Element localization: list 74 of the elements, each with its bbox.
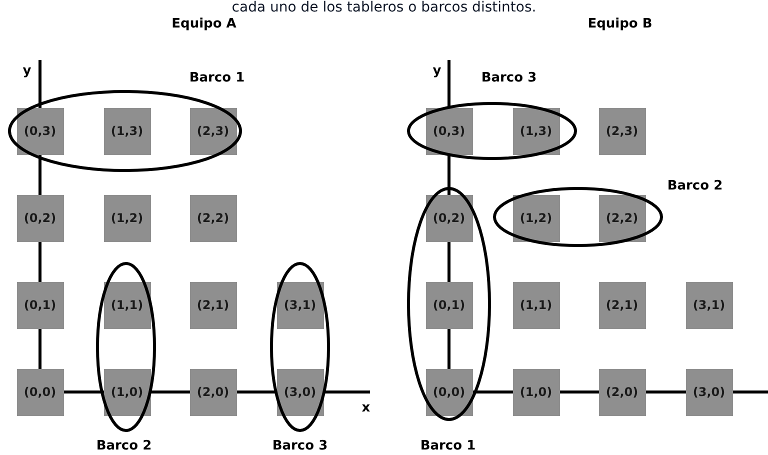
grid-square — [598, 282, 646, 328]
grid-square — [276, 368, 324, 416]
grid-square — [686, 282, 732, 328]
ship-ellipse — [96, 262, 156, 432]
axis-label: x — [362, 399, 370, 418]
coordinate-text: (1,0) — [110, 384, 144, 401]
grid-square — [16, 108, 64, 154]
coordinate-text: (2,3) — [196, 123, 230, 140]
coordinate-text: (0,1) — [432, 297, 466, 314]
grid-square — [104, 108, 150, 154]
coordinate-text: (3,0) — [692, 384, 726, 401]
coordinate-text: (1,1) — [520, 297, 552, 314]
grid-square — [426, 194, 472, 242]
grid-square — [16, 282, 64, 328]
coordinate-text: (1,2) — [110, 210, 144, 227]
caption-text: cada uno de los tableros o barcos distintos. — [232, 0, 536, 18]
coordinate-text: (2,3) — [606, 123, 638, 140]
grid-square — [598, 108, 646, 154]
panel-title: Equipo B — [588, 15, 652, 34]
coordinate-text: (0,3) — [432, 123, 466, 140]
grid-square — [190, 108, 236, 154]
grid-square — [598, 194, 646, 242]
coordinate-text: (1,2) — [520, 210, 552, 227]
coordinate-text: (3,0) — [284, 384, 316, 401]
grid-square — [190, 282, 236, 328]
grid-square — [598, 368, 646, 416]
coordinate-text: (2,1) — [606, 297, 638, 314]
ship-label: Barco 3 — [481, 69, 537, 88]
ship-label: Barco 1 — [189, 69, 245, 88]
panel-title: Equipo A — [172, 15, 236, 34]
ship-ellipse — [8, 90, 242, 172]
grid-square — [686, 368, 732, 416]
grid-square — [512, 368, 560, 416]
grid-square — [512, 282, 560, 328]
coordinate-text: (1,1) — [110, 297, 144, 314]
grid-square — [104, 194, 150, 242]
coordinate-text: (2,2) — [606, 210, 638, 227]
coordinate-text: (0,2) — [432, 210, 466, 227]
grid-square — [190, 368, 236, 416]
coordinate-text: (2,2) — [196, 210, 230, 227]
coordinate-text: (2,0) — [606, 384, 638, 401]
ship-label: Barco 2 — [667, 177, 723, 196]
coordinate-text: (2,1) — [196, 297, 230, 314]
coordinate-text: (2,0) — [196, 384, 230, 401]
coordinate-text: (0,0) — [24, 384, 56, 401]
coordinate-text: (3,1) — [284, 297, 316, 314]
ship-label: Barco 1 — [420, 437, 476, 455]
grid-square — [426, 282, 472, 328]
grid-square — [190, 194, 236, 242]
ship-label: Barco 3 — [272, 437, 328, 455]
coordinate-text: (0,2) — [24, 210, 56, 227]
ship-ellipse — [407, 187, 491, 421]
grid-square — [16, 368, 64, 416]
coordinate-text: (0,1) — [24, 297, 56, 314]
ship-ellipse — [493, 187, 663, 247]
axis-label: y — [432, 62, 442, 80]
grid-square — [276, 282, 324, 328]
grid-square — [512, 108, 560, 154]
coordinate-text: (0,3) — [24, 123, 56, 140]
coordinate-text: (1,0) — [520, 384, 552, 401]
coordinate-text: (0,0) — [432, 384, 466, 401]
ship-ellipse — [270, 262, 330, 432]
grid-square — [512, 194, 560, 242]
ship-label: Barco 2 — [96, 437, 152, 455]
ship-ellipse — [407, 102, 577, 160]
grid-square — [104, 282, 150, 328]
coordinate-text: (1,3) — [520, 123, 552, 140]
grid-square — [16, 194, 64, 242]
grid-square — [104, 368, 150, 416]
coordinate-text: (1,3) — [110, 123, 144, 140]
axis-label: y — [22, 62, 32, 80]
grid-square — [426, 108, 472, 154]
coordinate-text: (3,1) — [692, 297, 726, 314]
grid-square — [426, 368, 472, 416]
